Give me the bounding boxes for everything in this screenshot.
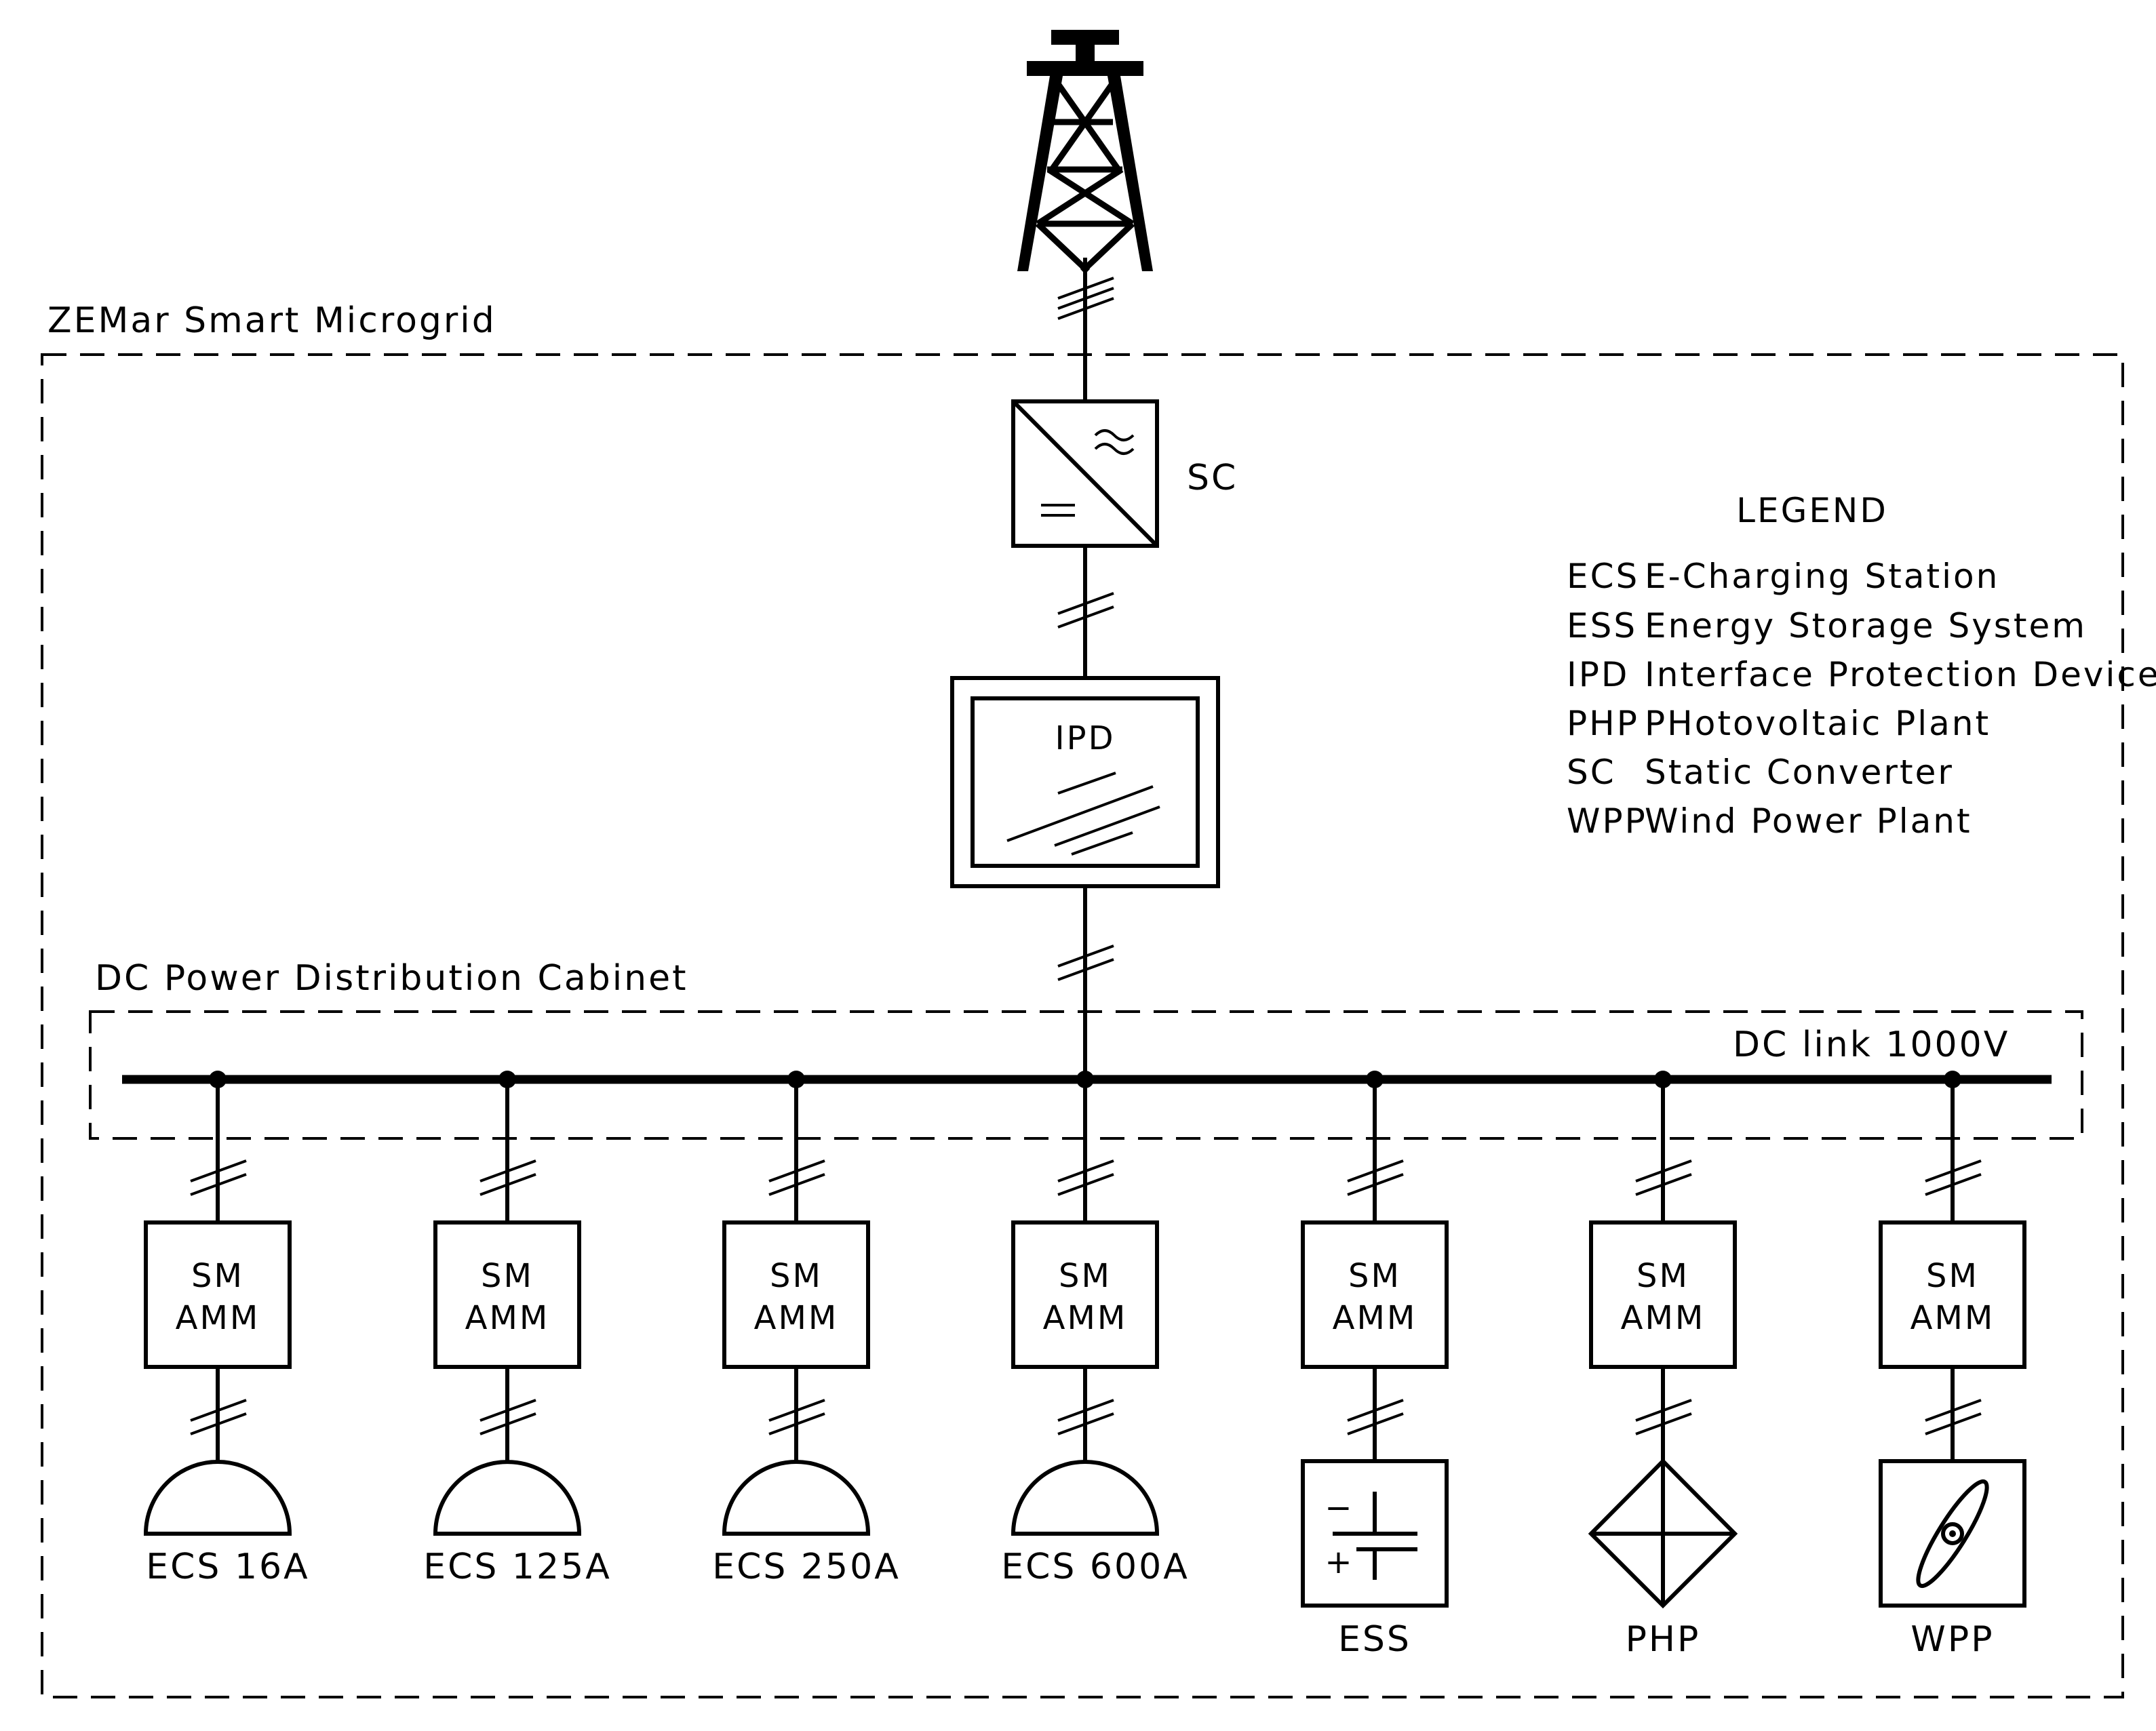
battery-icon: − + xyxy=(1301,1459,1449,1608)
battery-minus: − xyxy=(1325,1489,1354,1527)
meter-line2: AMM xyxy=(1333,1299,1417,1337)
meter-line2: AMM xyxy=(1043,1299,1128,1337)
branch-label: PHP xyxy=(1626,1619,1701,1660)
battery-plus: + xyxy=(1325,1543,1354,1581)
branch-label: ECS 16A xyxy=(146,1547,309,1587)
legend-abbr: ESS xyxy=(1567,606,1637,645)
legend-item: WPP Wind Power Plant xyxy=(1567,801,1972,841)
branch-label: WPP xyxy=(1910,1619,1994,1660)
microgrid-label: ZEMar Smart Microgrid xyxy=(47,300,496,341)
ipd-label: IPD xyxy=(1055,719,1115,757)
meter-line1: SM xyxy=(1059,1257,1112,1295)
legend-desc: PHotovoltaic Plant xyxy=(1645,704,1991,743)
legend-abbr: ECS xyxy=(1567,557,1639,596)
meter-line1: SM xyxy=(1926,1257,1979,1295)
dc-link-label: DC link 1000V xyxy=(1733,1024,2010,1065)
charging-station-icon xyxy=(1011,1460,1160,1536)
branch-label: ECS 250A xyxy=(712,1547,901,1587)
interface-protection-device xyxy=(950,676,1220,888)
legend-item: IPD Interface Protection Device xyxy=(1567,655,2156,694)
legend-desc: Interface Protection Device xyxy=(1645,655,2156,694)
branch-ecs-250a: SM AMM ECS 250A xyxy=(712,1071,901,1587)
legend-item: PHP PHotovoltaic Plant xyxy=(1567,704,1991,743)
meter-line2: AMM xyxy=(176,1299,260,1337)
meter-line1: SM xyxy=(1636,1257,1689,1295)
charging-station-icon xyxy=(433,1460,582,1536)
legend-abbr: SC xyxy=(1567,753,1616,792)
legend-item: ECS E-Charging Station xyxy=(1567,557,1999,596)
legend-abbr: PHP xyxy=(1567,704,1639,743)
meter-line2: AMM xyxy=(1621,1299,1706,1337)
legend-desc: Energy Storage System xyxy=(1645,606,2087,645)
legend-desc: Static Converter xyxy=(1645,753,1954,792)
interface-protection-icon xyxy=(971,696,1200,868)
branch-label: ECS 125A xyxy=(423,1547,612,1587)
legend-desc: Wind Power Plant xyxy=(1645,801,1972,841)
legend-item: SC Static Converter xyxy=(1567,753,1954,792)
branch-label: ECS 600A xyxy=(1001,1547,1190,1587)
charging-station-icon xyxy=(143,1460,292,1536)
legend-desc: E-Charging Station xyxy=(1645,557,1999,596)
transmission-tower-icon xyxy=(1017,30,1153,274)
meter-line2: AMM xyxy=(754,1299,839,1337)
branch-ecs-125a: SM AMM ECS 125A xyxy=(423,1071,612,1587)
branch-label: ESS xyxy=(1338,1619,1411,1660)
meter-line2: AMM xyxy=(465,1299,550,1337)
legend: LEGEND ECS E-Charging Station ESS Energy… xyxy=(1567,491,2156,841)
branch-ecs-600a: SM AMM ECS 600A xyxy=(1001,1071,1190,1587)
ac-dc-converter-icon xyxy=(1011,399,1159,548)
branch-ess: SM AMM − + ESS xyxy=(1301,1071,1449,1660)
meter-line1: SM xyxy=(191,1257,244,1295)
static-converter xyxy=(1011,399,1159,548)
branch-wpp: SM AMM WPP xyxy=(1879,1071,2026,1660)
feeder-ticks xyxy=(1057,277,1114,981)
meter-line1: SM xyxy=(770,1257,823,1295)
charging-station-icon xyxy=(722,1460,871,1536)
meter-line1: SM xyxy=(1348,1257,1401,1295)
branch-php: SM AMM PHP xyxy=(1588,1071,1738,1660)
cabinet-label: DC Power Distribution Cabinet xyxy=(95,958,688,999)
photovoltaic-icon xyxy=(1588,1458,1738,1609)
legend-abbr: IPD xyxy=(1567,655,1629,694)
meter-line1: SM xyxy=(481,1257,534,1295)
branch-ecs-16a: SM AMM ECS 16A xyxy=(143,1071,309,1587)
microgrid-boundary xyxy=(41,353,2124,1698)
legend-abbr: WPP xyxy=(1567,801,1647,841)
sc-label: SC xyxy=(1187,458,1238,498)
legend-title: LEGEND xyxy=(1736,491,1888,530)
legend-item: ESS Energy Storage System xyxy=(1567,606,2087,645)
wind-turbine-icon xyxy=(1879,1459,2026,1608)
meter-line2: AMM xyxy=(1910,1299,1995,1337)
